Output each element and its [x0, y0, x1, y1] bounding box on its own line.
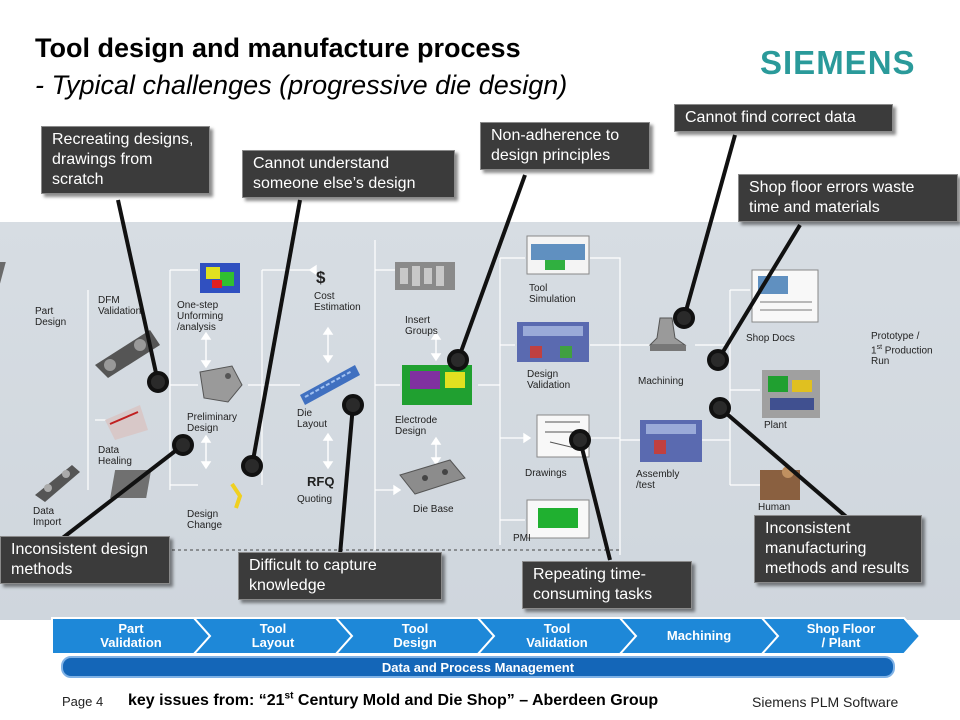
callout-non-adherence: Non-adherence to design principles [480, 122, 650, 170]
pointer-dot [447, 349, 469, 371]
callout-inconsistent-manufacturing: Inconsistent manufacturing methods and r… [754, 515, 922, 583]
pointer-dot [709, 397, 731, 419]
design-validation-image [517, 322, 589, 362]
tool-simulation-image [526, 235, 590, 275]
die-base-image [399, 459, 466, 495]
pointer-dot [707, 349, 729, 371]
electrode-design-image [402, 365, 472, 405]
slide-title: Tool design and manufacture process [35, 33, 521, 63]
callout-recreating: Recreating designs, drawings from scratc… [41, 126, 210, 194]
label-quoting: Quoting [297, 494, 333, 505]
die-layout-image [300, 365, 360, 405]
design-change-image [110, 470, 243, 509]
machining-image [648, 317, 687, 351]
arrow-head-icon [308, 264, 317, 276]
label-shop-docs: Shop Docs [746, 333, 795, 344]
arrow-head-icon [393, 484, 402, 496]
pointer-dot [569, 429, 591, 451]
label-die-base: Die Base [413, 504, 454, 515]
footer-brand: Siemens PLM Software [752, 694, 899, 710]
cost-dollar-icon: $ [316, 268, 326, 287]
flow-connectors [87, 240, 760, 555]
pointer-recreating [116, 199, 160, 383]
preliminary-design-image [199, 365, 243, 403]
footer-source-text: key issues from: “21st Century Mold and … [128, 691, 659, 710]
siemens-logo: SIEMENS [760, 44, 916, 81]
connector-spine-5 [590, 344, 621, 555]
process-thumbnails [0, 235, 820, 539]
label-assembly-test: Assembly/test [636, 469, 680, 491]
assembly-test-image [640, 420, 702, 462]
callout-inconsistent-design: Inconsistent design methods [0, 536, 170, 584]
shop-docs-image [751, 269, 819, 323]
pointer-dot [172, 434, 194, 456]
callout-pointers [58, 134, 852, 561]
dfm-validation-image [95, 330, 160, 378]
pointer-shop-floor [716, 223, 802, 362]
callout-difficult-capture: Difficult to capture knowledge [238, 552, 442, 600]
data-process-management-bar [61, 656, 895, 678]
data-healing-image [105, 405, 148, 440]
pointer-inconsistent-manufacturing [718, 406, 852, 522]
label-plant: Plant [764, 420, 787, 431]
phase-label: Machining [667, 628, 731, 643]
label-human: Human [758, 502, 791, 513]
pointer-dot [673, 307, 695, 329]
label-rfq: RFQ [307, 474, 335, 489]
callout-shop-floor: Shop floor errors waste time and materia… [738, 174, 958, 222]
callout-cannot-understand: Cannot understand someone else’s design [242, 150, 455, 198]
data-import-image [35, 465, 80, 502]
one-step-unforming-image [200, 263, 240, 293]
callout-repeating: Repeating time-consuming tasks [522, 561, 692, 609]
footer-source: key issues from: “21st Century Mold and … [128, 691, 658, 710]
pointer-dot [147, 371, 169, 393]
pointer-cannot-find [682, 134, 737, 319]
phase-chevron [759, 617, 922, 655]
plant-image [762, 370, 820, 418]
pointer-difficult-capture [338, 404, 355, 556]
pointer-dot [241, 455, 263, 477]
slide-subtitle: - Typical challenges (progressive die de… [35, 70, 568, 100]
pointer-inconsistent-design [58, 443, 185, 542]
pointer-dot [342, 394, 364, 416]
label-pmi: PMI [513, 533, 531, 544]
part-design-image [0, 262, 6, 288]
label-machining: Machining [638, 376, 684, 387]
page-number: Page 4 [62, 694, 104, 709]
pointer-cannot-understand [250, 199, 302, 467]
pointer-non-adherence [456, 174, 527, 361]
arrow-head-icon [523, 432, 532, 444]
pmi-image [526, 499, 590, 539]
pointer-repeating [578, 439, 612, 561]
insert-groups-image [395, 262, 455, 290]
label-drawings: Drawings [525, 468, 567, 479]
data-process-management-label: Data and Process Management [382, 660, 575, 675]
connector [590, 257, 621, 345]
callout-cannot-find: Cannot find correct data [674, 104, 893, 132]
phase-label: Shop Floor/ Plant [807, 621, 876, 650]
